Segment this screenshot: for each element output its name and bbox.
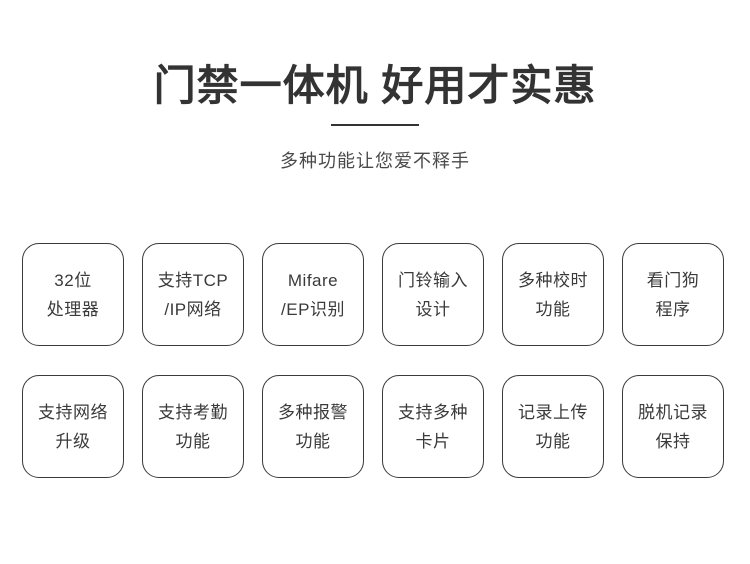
page-title: 门禁一体机 好用才实惠	[153, 62, 597, 109]
feature-card: 门铃输入 设计	[382, 243, 484, 346]
feature-card-line: 支持网络	[38, 402, 108, 422]
feature-card-line: 升级	[55, 431, 91, 451]
feature-card-line: 卡片	[415, 431, 451, 451]
feature-card-line: Mifare	[287, 270, 339, 290]
feature-card: 多种校时 功能	[502, 243, 604, 346]
feature-card-line: 程序	[655, 299, 691, 319]
feature-card-line: 功能	[535, 431, 571, 451]
feature-card-line: 看门狗	[646, 270, 700, 290]
feature-card-line: 32位	[54, 270, 92, 290]
feature-card-line: 多种校时	[518, 270, 588, 290]
feature-card: Mifare /EP识别	[262, 243, 364, 346]
feature-card: 支持多种 卡片	[382, 375, 484, 478]
feature-card: 看门狗 程序	[622, 243, 724, 346]
feature-card: 记录上传 功能	[502, 375, 604, 478]
feature-grid: 32位 处理器 支持TCP /IP网络 Mifare /EP识别 门铃输入 设计…	[22, 243, 728, 478]
feature-row-2: 支持网络 升级 支持考勤 功能 多种报警 功能 支持多种 卡片 记录上传 功能 …	[22, 375, 728, 478]
feature-card-line: 支持考勤	[158, 402, 228, 422]
feature-card-line: /IP网络	[164, 299, 222, 319]
feature-card-line: 记录上传	[518, 402, 588, 422]
feature-card: 32位 处理器	[22, 243, 124, 346]
title-divider-wrap	[0, 124, 750, 126]
header-block: 门禁一体机 好用才实惠 多种功能让您爱不释手	[0, 60, 750, 174]
feature-card-line: 脱机记录	[638, 402, 708, 422]
feature-card: 多种报警 功能	[262, 375, 364, 478]
feature-card-line: 保持	[655, 431, 691, 451]
page-subtitle: 多种功能让您爱不释手	[280, 151, 470, 171]
feature-card-line: 多种报警	[278, 402, 348, 422]
title-divider	[331, 124, 419, 126]
feature-card-line: 门铃输入	[398, 270, 468, 290]
feature-card-line: 功能	[295, 431, 331, 451]
feature-card-line: 支持多种	[398, 402, 468, 422]
feature-card: 支持TCP /IP网络	[142, 243, 244, 346]
feature-card: 支持考勤 功能	[142, 375, 244, 478]
feature-card-line: 处理器	[46, 299, 100, 319]
feature-card-line: 功能	[175, 431, 211, 451]
feature-card-line: /EP识别	[281, 299, 345, 319]
feature-card: 脱机记录 保持	[622, 375, 724, 478]
feature-row-1: 32位 处理器 支持TCP /IP网络 Mifare /EP识别 门铃输入 设计…	[22, 243, 728, 346]
feature-card-line: 支持TCP	[157, 270, 229, 290]
feature-card: 支持网络 升级	[22, 375, 124, 478]
feature-card-line: 功能	[535, 299, 571, 319]
feature-card-line: 设计	[415, 299, 451, 319]
